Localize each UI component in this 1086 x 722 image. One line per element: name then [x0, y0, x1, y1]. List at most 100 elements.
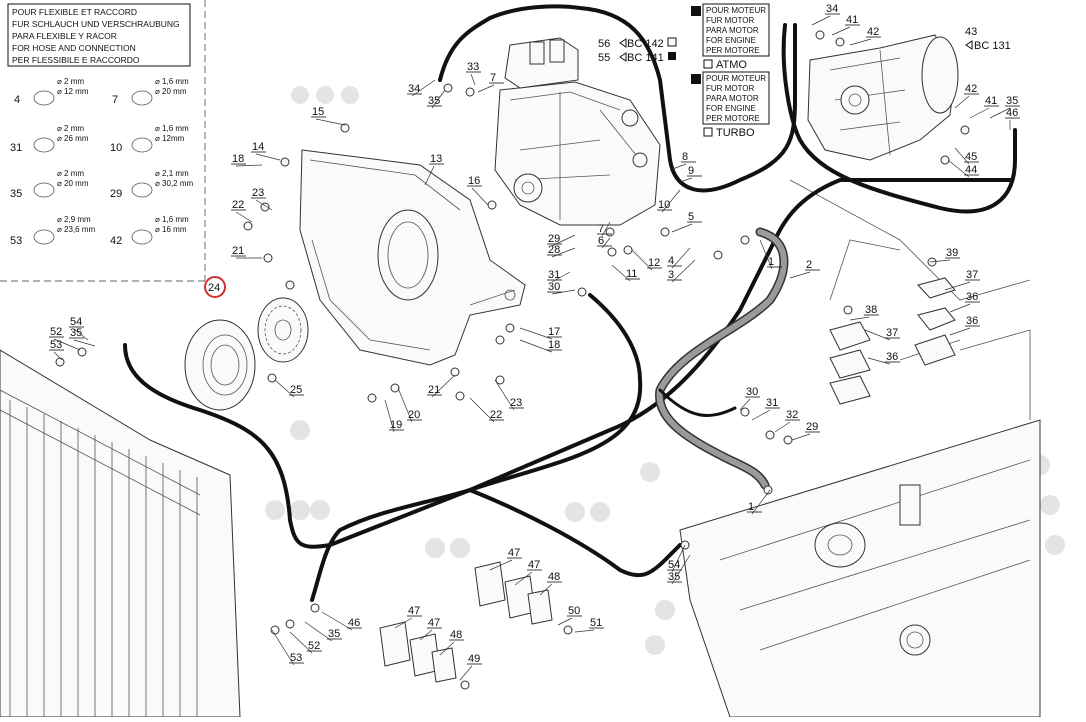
- callout-35[interactable]: 35: [1006, 95, 1018, 107]
- gear: [257, 297, 309, 363]
- callout-23[interactable]: 23: [252, 187, 264, 199]
- leader-line: [424, 165, 435, 186]
- callout-13[interactable]: 13: [430, 153, 442, 165]
- callout-10[interactable]: 10: [658, 199, 670, 211]
- callout-9[interactable]: 9: [688, 165, 694, 177]
- fitting-icon: [815, 30, 825, 40]
- callout-12[interactable]: 12: [648, 257, 660, 269]
- callout-5[interactable]: 5: [688, 211, 694, 223]
- callout-17[interactable]: 17: [548, 326, 560, 338]
- callout-44[interactable]: 44: [965, 164, 977, 176]
- callout-54[interactable]: 54: [70, 316, 82, 328]
- fitting-icon: [487, 200, 497, 210]
- callout-23[interactable]: 23: [510, 397, 522, 409]
- callout-46[interactable]: 46: [1006, 107, 1018, 119]
- fitting-icon: [267, 373, 277, 383]
- callout-39[interactable]: 39: [946, 247, 958, 259]
- callout-37[interactable]: 37: [886, 327, 898, 339]
- callout-47[interactable]: 47: [528, 559, 540, 571]
- callout-36[interactable]: 36: [966, 315, 978, 327]
- engine-box-line: PARA MOTOR: [706, 94, 759, 103]
- callout-8[interactable]: 8: [682, 151, 688, 163]
- callout-15[interactable]: 15: [312, 106, 324, 118]
- callout-51[interactable]: 51: [590, 617, 602, 629]
- callout-46[interactable]: 46: [348, 617, 360, 629]
- callout-29[interactable]: 29: [806, 421, 818, 433]
- callout-16[interactable]: 16: [468, 175, 480, 187]
- callout-38[interactable]: 38: [865, 304, 877, 316]
- callout-14[interactable]: 14: [252, 141, 264, 153]
- callout-47[interactable]: 47: [508, 547, 520, 559]
- callout-42[interactable]: 42: [867, 26, 879, 38]
- callout-34[interactable]: 34: [826, 3, 838, 15]
- callout-48[interactable]: 48: [450, 629, 462, 641]
- callout-7[interactable]: 7: [598, 223, 604, 235]
- callout-42[interactable]: 42: [965, 83, 977, 95]
- o-ring-icon: [131, 90, 153, 106]
- highlighted-callout[interactable]: 24: [204, 276, 226, 298]
- callout-21[interactable]: 21: [232, 245, 244, 257]
- callout-35[interactable]: 35: [668, 571, 680, 583]
- callout-33[interactable]: 33: [467, 61, 479, 73]
- engine-option-label: ATMO: [716, 59, 747, 71]
- callout-29[interactable]: 29: [548, 233, 560, 245]
- callout-30[interactable]: 30: [746, 386, 758, 398]
- fitting-icon: [740, 407, 750, 417]
- fitting-icon: [835, 37, 845, 47]
- callout-36[interactable]: 36: [966, 291, 978, 303]
- callout-20[interactable]: 20: [408, 409, 420, 421]
- leader-line: [519, 339, 553, 353]
- callout-18[interactable]: 18: [548, 339, 560, 351]
- callout-1[interactable]: 1: [748, 501, 754, 513]
- callout-21[interactable]: 21: [428, 384, 440, 396]
- callout-50[interactable]: 50: [568, 605, 580, 617]
- callout-31[interactable]: 31: [766, 397, 778, 409]
- ring-ref: 42: [110, 235, 122, 247]
- callout-47[interactable]: 47: [408, 605, 420, 617]
- callout-3[interactable]: 3: [668, 269, 674, 281]
- leader-line: [671, 247, 691, 269]
- callout-28[interactable]: 28: [548, 244, 560, 256]
- callout-48[interactable]: 48: [548, 571, 560, 583]
- callout-45[interactable]: 45: [965, 151, 977, 163]
- leader-line: [954, 147, 970, 165]
- callout-37[interactable]: 37: [966, 269, 978, 281]
- callout-30[interactable]: 30: [548, 281, 560, 293]
- callout-54[interactable]: 54: [668, 559, 680, 571]
- callout-36[interactable]: 36: [886, 351, 898, 363]
- callout-35[interactable]: 35: [328, 628, 340, 640]
- callout-49[interactable]: 49: [468, 653, 480, 665]
- callout-34[interactable]: 34: [408, 83, 420, 95]
- callout-4[interactable]: 4: [668, 255, 674, 267]
- callout-47[interactable]: 47: [428, 617, 440, 629]
- engine-box: [702, 71, 770, 125]
- hose-legend-line: POUR FLEXIBLE ET RACCORD: [12, 7, 137, 17]
- callout-31[interactable]: 31: [548, 269, 560, 281]
- callout-32[interactable]: 32: [786, 409, 798, 421]
- empty-square-icon: [703, 127, 713, 137]
- callout-2[interactable]: 2: [806, 259, 812, 271]
- callout-52[interactable]: 52: [50, 326, 62, 338]
- filled-square-icon: [691, 74, 701, 84]
- callout-35[interactable]: 35: [70, 327, 82, 339]
- fitting-icon: [263, 253, 273, 263]
- callout-22[interactable]: 22: [490, 409, 502, 421]
- callout-7[interactable]: 7: [490, 72, 496, 84]
- callout-35[interactable]: 35: [428, 95, 440, 107]
- callout-1[interactable]: 1: [768, 256, 774, 268]
- callout-6[interactable]: 6: [598, 235, 604, 247]
- callout-19[interactable]: 19: [390, 419, 402, 431]
- callout-25[interactable]: 25: [290, 384, 302, 396]
- leader-line: [969, 107, 990, 119]
- callout-11[interactable]: 11: [626, 268, 637, 280]
- bell-housing: [299, 149, 526, 366]
- callout-53[interactable]: 53: [50, 339, 62, 351]
- callout-22[interactable]: 22: [232, 199, 244, 211]
- callout-41[interactable]: 41: [985, 95, 997, 107]
- ref-55: 55: [598, 52, 610, 64]
- callout-53[interactable]: 53: [290, 652, 302, 664]
- callout-52[interactable]: 52: [308, 640, 320, 652]
- engine-box-line: PER MOTORE: [706, 46, 760, 55]
- callout-18[interactable]: 18: [232, 153, 244, 165]
- callout-41[interactable]: 41: [846, 14, 858, 26]
